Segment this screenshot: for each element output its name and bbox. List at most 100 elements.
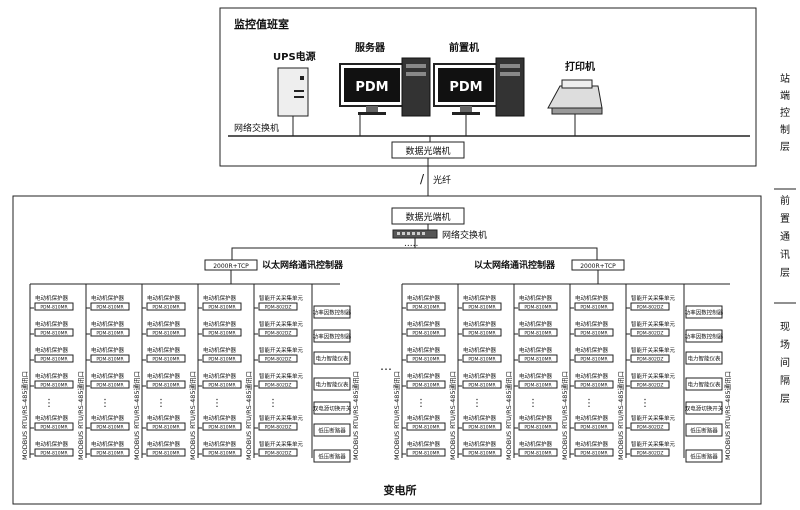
- device-model-box: [518, 328, 558, 337]
- aux-device-name: 电力智能仪表: [687, 381, 721, 389]
- printer-label: 打印机: [565, 60, 595, 73]
- bus-label: MODBUS RTU/RS-485通讯口: [76, 371, 85, 460]
- layer-label-comm: 前: [780, 194, 790, 207]
- device-name: 智能开关采集单元: [631, 346, 676, 354]
- device-model: PDM-810MR: [468, 383, 495, 389]
- device-model-box: [462, 422, 502, 431]
- device-model-box: [462, 302, 502, 311]
- device-model: PDM-810MR: [208, 331, 235, 337]
- device-model: PDM-802DZ: [637, 357, 664, 363]
- device-model-box: [258, 422, 298, 431]
- substation-switch-label: 网络交换机: [442, 229, 487, 241]
- device-model: PDM-810MR: [468, 305, 495, 311]
- device-name: 电动机保护器: [519, 320, 553, 328]
- device-model: PDM-810MR: [208, 305, 235, 311]
- device-name: 电动机保护器: [519, 414, 553, 422]
- device-model-box: [34, 380, 74, 389]
- right-controller-model: 2000R+TCP: [580, 263, 616, 270]
- aux-device-box: [313, 423, 351, 437]
- printer-icon: [547, 79, 603, 115]
- layer-label-station: 端: [780, 89, 790, 102]
- device-name: 电动机保护器: [203, 372, 237, 380]
- aux-device-name: 双电源切换开关: [313, 405, 352, 413]
- device-model: PDM-810MR: [524, 451, 551, 457]
- device-name: 智能开关采集单元: [631, 294, 676, 302]
- device-vdots: ⋮: [212, 398, 222, 409]
- device-name: 电动机保护器: [91, 440, 125, 448]
- aux-device-name: 低压断路器: [318, 427, 346, 435]
- device-model: PDM-810MR: [468, 425, 495, 431]
- device-model-box: [574, 380, 614, 389]
- svg-text:.....: .....: [404, 239, 418, 249]
- device-model-box: [146, 380, 186, 389]
- bus-label: MODBUS RTU/RS-485通讯口: [132, 371, 141, 460]
- device-name: 电动机保护器: [463, 440, 497, 448]
- device-name: 智能开关采集单元: [631, 372, 676, 380]
- bus-label: MODBUS RTU/RS-485通讯口: [392, 371, 401, 460]
- device-model-box: [202, 354, 242, 363]
- device-model-box: [574, 448, 614, 457]
- device-model: PDM-810MR: [412, 383, 439, 389]
- device-model-box: [34, 422, 74, 431]
- device-name: 电动机保护器: [35, 346, 69, 354]
- device-model-box: [630, 302, 670, 311]
- device-model: PDM-810MR: [580, 331, 607, 337]
- aux-device-box: [685, 423, 723, 437]
- device-model: PDM-810MR: [580, 383, 607, 389]
- device-name: 电动机保护器: [203, 320, 237, 328]
- device-name: 电动机保护器: [35, 372, 69, 380]
- device-vdots: ⋮: [44, 398, 54, 409]
- device-model-box: [146, 354, 186, 363]
- device-name: 电动机保护器: [463, 372, 497, 380]
- device-model: PDM-810MR: [96, 357, 123, 363]
- device-name: 电动机保护器: [147, 440, 181, 448]
- device-model: PDM-810MR: [40, 425, 67, 431]
- layer-label-bay: 隔: [780, 375, 790, 387]
- device-model: PDM-810MR: [412, 425, 439, 431]
- device-name: 电动机保护器: [407, 414, 441, 422]
- device-model: PDM-802DZ: [265, 357, 292, 363]
- device-vdots: ⋮: [528, 398, 538, 409]
- device-name: 智能开关采集单元: [259, 372, 304, 380]
- bus-label: MODBUS RTU/RS-485通讯口: [448, 371, 457, 460]
- aux-device-box: [685, 351, 723, 365]
- layer-label-comm: 置: [780, 213, 790, 225]
- device-model: PDM-810MR: [152, 331, 179, 337]
- device-model: PDM-810MR: [152, 357, 179, 363]
- device-name: 电动机保护器: [407, 346, 441, 354]
- device-name: 电动机保护器: [147, 294, 181, 302]
- aux-device-box: [685, 377, 723, 391]
- device-model-box: [630, 422, 670, 431]
- device-model-box: [146, 302, 186, 311]
- device-model: PDM-810MR: [40, 357, 67, 363]
- aux-device-name: 低压断路器: [318, 453, 346, 461]
- layer-label-station: 站: [780, 72, 790, 85]
- layer-label-station: 层: [780, 141, 790, 153]
- device-name: 智能开关采集单元: [631, 440, 676, 448]
- device-name: 智能开关采集单元: [259, 414, 304, 422]
- device-name: 电动机保护器: [35, 320, 69, 328]
- device-name: 电动机保护器: [575, 372, 609, 380]
- aux-device-box: [685, 401, 723, 415]
- aux-device-name: 低压断路器: [690, 427, 718, 435]
- device-name: 电动机保护器: [519, 440, 553, 448]
- device-model: PDM-810MR: [208, 357, 235, 363]
- device-name: 电动机保护器: [463, 320, 497, 328]
- device-model-box: [518, 422, 558, 431]
- device-model-box: [34, 302, 74, 311]
- device-model: PDM-810MR: [96, 305, 123, 311]
- device-columns: MODBUS RTU/RS-485通讯口电动机保护器PDM-810MR电动机保护…: [20, 270, 732, 463]
- device-model-box: [406, 448, 446, 457]
- device-name: 电动机保护器: [575, 294, 609, 302]
- device-name: 电动机保护器: [407, 320, 441, 328]
- device-model: PDM-810MR: [412, 305, 439, 311]
- aux-device-name: 功率因数控制器: [685, 309, 724, 317]
- device-vdots: ⋮: [268, 398, 278, 409]
- device-model-box: [462, 380, 502, 389]
- device-model-box: [462, 354, 502, 363]
- device-model-box: [574, 328, 614, 337]
- device-name: 电动机保护器: [147, 372, 181, 380]
- device-model-box: [406, 380, 446, 389]
- device-name: 电动机保护器: [91, 346, 125, 354]
